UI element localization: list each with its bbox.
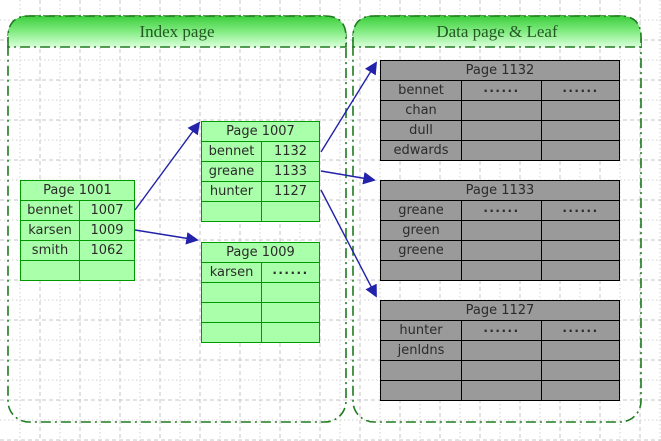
table-row: green (381, 220, 619, 240)
table-page-1127: Page 1127 hunter ············ jenldns (380, 300, 620, 401)
table-cell (79, 261, 134, 280)
table-cell (541, 121, 619, 140)
table-title: Page 1001 (43, 183, 112, 198)
table-cell: bennet (27, 203, 73, 218)
table-cell (541, 261, 619, 280)
table-cell (461, 341, 541, 360)
table-cell: ······ (541, 321, 619, 340)
table-cell (541, 141, 619, 160)
table-cell (381, 261, 461, 280)
table-cell: ······ (261, 263, 319, 282)
table-row (202, 201, 319, 221)
table-cell (541, 221, 619, 240)
table-cell (461, 141, 541, 160)
table-cell (202, 283, 261, 302)
table-cell (541, 341, 619, 360)
table-page-1007: Page 1007 bennet 1132 greane 1133 hunter 1127 (201, 121, 320, 222)
table-cell (461, 261, 541, 280)
table-cell: 1007 (79, 201, 134, 220)
table-title: Page 1009 (226, 245, 295, 260)
table-page-1009: Page 1009 karsen ······ (201, 242, 320, 343)
table-row: jenldns (381, 340, 619, 360)
table-cell: jenldns (397, 343, 445, 358)
table-page-1133: Page 1133 greane ············ green greene (380, 180, 620, 281)
table-cell (461, 101, 541, 120)
table-page-1132: Page 1132 bennet ············ chan dull edwar… (380, 60, 620, 161)
table-row: bennet 1007 (21, 200, 134, 220)
table-cell (461, 381, 541, 400)
table-cell (202, 202, 261, 221)
table-row: greene (381, 240, 619, 260)
table-cell: greene (398, 243, 444, 258)
table-cell (541, 361, 619, 380)
table-title: Page 1007 (226, 124, 295, 139)
table-page-1001: Page 1001 bennet 1007 karsen 1009 smith 1062 (20, 180, 135, 281)
table-row (21, 260, 134, 280)
table-cell: smith (31, 243, 69, 258)
table-cell: 1132 (261, 142, 319, 161)
table-cell (202, 303, 261, 322)
table-cell: bennet (208, 144, 255, 159)
table-cell: edwards (393, 143, 449, 158)
table-cell: bennet (398, 83, 444, 98)
table-row: edwards (381, 140, 619, 160)
table-cell: ······ (541, 81, 619, 100)
table-cell (261, 283, 319, 302)
table-row: smith 1062 (21, 240, 134, 260)
table-title: Page 1132 (465, 63, 535, 78)
table-cell: karsen (28, 223, 72, 238)
table-cell (461, 121, 541, 140)
table-cell (21, 261, 79, 280)
table-cell (541, 241, 619, 260)
table-cell (261, 303, 319, 322)
table-cell: 1009 (79, 221, 134, 240)
table-row (381, 360, 619, 380)
table-cell: green (402, 223, 440, 238)
table-row: hunter ············ (381, 320, 619, 340)
table-row: dull (381, 120, 619, 140)
table-cell: ······ (461, 201, 541, 220)
table-cell: dull (409, 123, 433, 138)
table-cell (261, 202, 319, 221)
table-cell (381, 381, 461, 400)
table-row: hunter 1127 (202, 181, 319, 201)
table-cell: hunter (209, 184, 254, 199)
table-row: karsen 1009 (21, 220, 134, 240)
table-cell (202, 323, 261, 342)
table-cell: hunter (399, 323, 443, 338)
table-cell: 1133 (261, 162, 319, 181)
table-row: karsen ······ (202, 262, 319, 282)
table-row (202, 302, 319, 322)
table-row: chan (381, 100, 619, 120)
table-cell: chan (405, 103, 437, 118)
table-title: Page 1127 (465, 303, 535, 318)
table-row: greane ············ (381, 200, 619, 220)
table-row: greane 1133 (202, 161, 319, 181)
table-title: Page 1133 (465, 183, 535, 198)
table-cell (461, 361, 541, 380)
table-row: bennet 1132 (202, 141, 319, 161)
table-row (381, 260, 619, 280)
table-cell: greane (398, 203, 444, 218)
table-cell (541, 101, 619, 120)
index-page-title: Index page (139, 22, 215, 41)
table-cell: greane (208, 164, 255, 179)
table-cell (261, 323, 319, 342)
table-cell (541, 381, 619, 400)
table-cell: ······ (461, 81, 541, 100)
table-cell: 1127 (261, 182, 319, 201)
table-cell (381, 361, 461, 380)
data-page-leaf-title: Data page & Leaf (436, 22, 558, 41)
table-cell: ······ (541, 201, 619, 220)
table-cell: ······ (461, 321, 541, 340)
table-cell (461, 221, 541, 240)
table-row: bennet ············ (381, 80, 619, 100)
table-cell: karsen (209, 265, 254, 280)
table-cell: 1062 (79, 241, 134, 260)
table-row (202, 282, 319, 302)
table-row (202, 322, 319, 342)
table-row (381, 380, 619, 400)
table-cell (461, 241, 541, 260)
